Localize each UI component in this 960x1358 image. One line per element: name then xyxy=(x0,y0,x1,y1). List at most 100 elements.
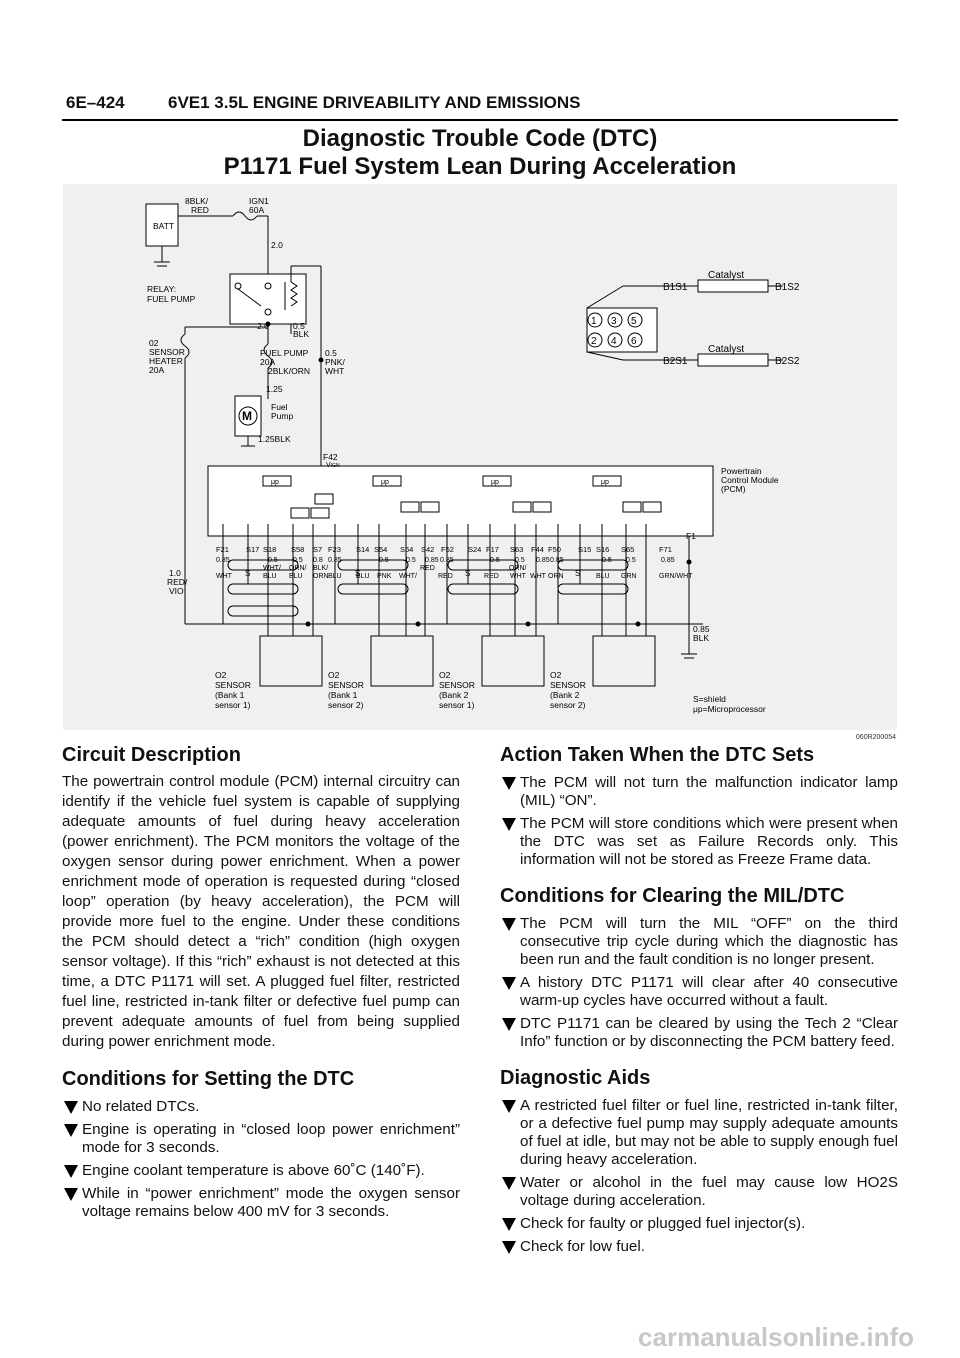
wire-color-label: ORN xyxy=(548,573,564,580)
wire-size-label: 0.8 xyxy=(313,557,323,564)
dtc-title-line2: P1171 Fuel System Lean During Accelerati… xyxy=(223,153,737,180)
list-item: The PCM will not turn the malfunction in… xyxy=(500,774,898,810)
o2-heater-label-4: 20A xyxy=(149,365,164,375)
pcm-pin-label: S42 xyxy=(421,545,434,554)
bullet-triangle-icon xyxy=(64,1188,78,1201)
wire-color-label: BLU xyxy=(596,573,610,580)
shield-label: S xyxy=(245,569,250,578)
wire-color-label: WHT xyxy=(510,573,527,580)
sensor-4-label-4: sensor 2) xyxy=(550,700,586,710)
f42-label: F42 xyxy=(323,452,338,462)
catalyst-bank1-label: Catalyst xyxy=(708,270,744,281)
list-item: Check for faulty or plugged fuel injecto… xyxy=(500,1215,898,1233)
wire-color-label: GRN/WHT xyxy=(659,573,693,580)
sensor-1-label-1: O2 xyxy=(215,670,227,680)
pcm-pin-label: S18 xyxy=(263,545,276,554)
catalyst-bank2 xyxy=(697,353,769,367)
mu-label: μp xyxy=(491,479,499,486)
relay-label-1: RELAY: xyxy=(147,284,176,294)
shield-label: S xyxy=(575,569,580,578)
battery-label: BATT xyxy=(153,221,174,231)
bullet-triangle-icon xyxy=(502,1241,516,1254)
pcm-pin-label: S58 xyxy=(291,545,304,554)
pcm-pin-label: F21 xyxy=(216,545,229,554)
wiring-diagram: BATT 8BLK/ RED IGN1 60A 2.0 RELAY: FUEL … xyxy=(63,184,897,730)
pcm-pin-label: F17 xyxy=(486,545,499,554)
fuel-pump-relay xyxy=(229,273,307,325)
wire-color-label: RED xyxy=(420,565,435,572)
wire-size-label: 0.5 xyxy=(515,557,525,564)
section-title: 6VE1 3.5L ENGINE DRIVEABILITY AND EMISSI… xyxy=(168,93,581,112)
pcm-pin-label: F52 xyxy=(441,545,454,554)
pcm-pin-label: S65 xyxy=(621,545,634,554)
o2-sensor-b2s2-box xyxy=(592,635,656,687)
conditions-setting-list: No related DTCs. Engine is operating in … xyxy=(62,1098,460,1221)
b2s2-label: B2S2 xyxy=(775,356,800,367)
o2-sensor-b1s1-box xyxy=(259,635,323,687)
motor-label: M xyxy=(242,409,252,423)
conditions-clearing-list: The PCM will turn the MIL “OFF” on the t… xyxy=(500,915,898,1051)
wire-size-label: 0.5 xyxy=(602,557,612,564)
wire-color-label: PNK xyxy=(377,573,392,580)
wire-size-label: 0.85 xyxy=(661,557,675,564)
heater-wire-3: VIO xyxy=(169,586,184,596)
b1s1-label: B1S1 xyxy=(663,282,688,293)
ign1-fuse-label: IGN1 xyxy=(249,196,269,206)
list-item: DTC P1171 can be cleared by using the Te… xyxy=(500,1015,898,1051)
relay-label-2: FUEL PUMP xyxy=(147,294,196,304)
wire-size-label: 0.85 xyxy=(440,557,454,564)
wire-color-label: BLU xyxy=(356,573,370,580)
cylinder-4: 4 xyxy=(611,336,617,347)
wire-size-label: 0.5 xyxy=(293,557,303,564)
pcm-pin-label: F71 xyxy=(659,545,672,554)
wire-size-label: 0.5 xyxy=(268,557,278,564)
heater-wire-2: RED/ xyxy=(167,577,188,587)
shield-label: S xyxy=(355,569,360,578)
wire-size-2-0: 2.0 xyxy=(271,240,283,250)
bullet-triangle-icon xyxy=(502,777,516,790)
pcm-pin-label: S54 xyxy=(374,545,387,554)
o2-heater-label-3: HEATER xyxy=(149,356,183,366)
shield-label: S xyxy=(465,569,470,578)
heater-wire-1: 1.0 xyxy=(169,568,181,578)
wire-color-label: BLU xyxy=(263,573,277,580)
relay-wire-a: 2.0 xyxy=(257,321,269,331)
wire-size-label: 0.85 xyxy=(536,557,550,564)
pcm-pin-label: S64 xyxy=(400,545,413,554)
batt-wire-label-1: 8BLK/ xyxy=(185,196,209,206)
figure-number: 060R200054 xyxy=(855,734,896,741)
relay-wire-b1: 0.5 xyxy=(293,321,305,331)
pcm-pin-label: S63 xyxy=(510,545,523,554)
bullet-triangle-icon xyxy=(502,918,516,931)
wire-size-label: 0.85 xyxy=(550,557,564,564)
pcm-box xyxy=(207,465,714,537)
wire-size-label: 0.85 xyxy=(216,557,230,564)
mu-label: μp xyxy=(601,479,609,486)
sensor-3-label-3: (Bank 2 xyxy=(439,690,469,700)
left-column: Circuit Description The powertrain contr… xyxy=(62,742,460,1226)
cylinder-1: 1 xyxy=(591,316,597,327)
sensor-4-label-1: O2 xyxy=(550,670,562,680)
battery xyxy=(145,203,179,247)
wire-color-label: RED xyxy=(484,573,499,580)
fuel-pump-wire-bottom: 1.25BLK xyxy=(258,434,291,444)
sensor-2-label-2: SENSOR xyxy=(328,680,364,690)
wire-color-label: ORN xyxy=(313,573,329,580)
wire-color-label: ORN/ xyxy=(509,565,527,572)
list-item: While in “power enrichment” mode the oxy… xyxy=(62,1185,460,1221)
wire-color-label: WHT xyxy=(216,573,233,580)
list-item: The PCM will store conditions which were… xyxy=(500,815,898,869)
circuit-description-text: The powertrain control module (PCM) inte… xyxy=(62,773,460,1050)
diagnostic-aids-list: A restricted fuel filter or fuel line, r… xyxy=(500,1097,898,1256)
relay-wire-b2: BLK xyxy=(293,329,309,339)
sensor-3-label-4: sensor 1) xyxy=(439,700,475,710)
wire-color-label: WHT/ xyxy=(399,573,417,580)
pnk-wire-2: PNK/ xyxy=(325,357,345,367)
catalyst-bank1 xyxy=(697,279,769,293)
sensor-1-label-3: (Bank 1 xyxy=(215,690,245,700)
cylinder-6: 6 xyxy=(631,336,637,347)
pcm-pin-label: F23 xyxy=(328,545,341,554)
sensor-1-label-2: SENSOR xyxy=(215,680,251,690)
sensor-2-label-4: sensor 2) xyxy=(328,700,364,710)
